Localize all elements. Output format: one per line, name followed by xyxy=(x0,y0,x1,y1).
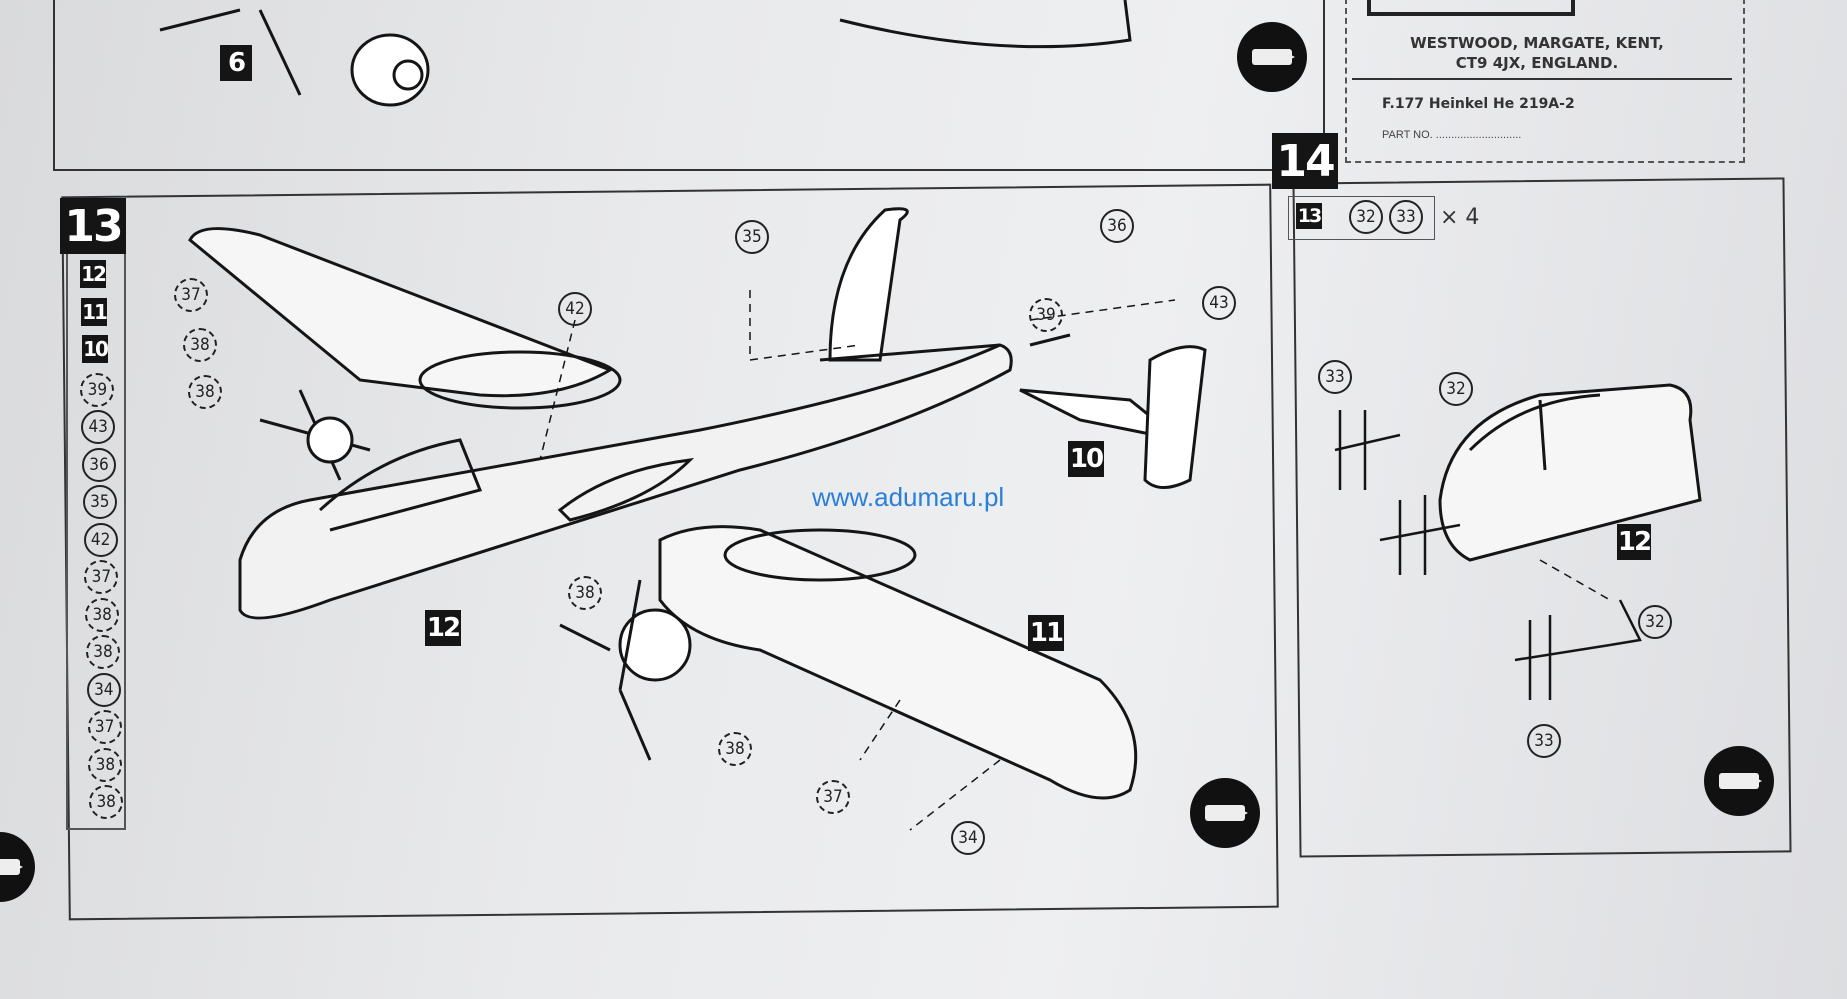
address-line-1: WESTWOOD, MARGATE, KENT, xyxy=(1410,34,1664,52)
multiplier: × 4 xyxy=(1440,205,1480,230)
parts-list-item: 38 xyxy=(88,747,123,782)
parts-list-item: 12 xyxy=(80,260,107,288)
part-callout: 39 xyxy=(1029,298,1063,332)
step-14-prereq-box xyxy=(1288,196,1435,240)
part-callout: 35 xyxy=(735,220,769,254)
part-callout: 34 xyxy=(951,821,985,855)
logo-box xyxy=(1367,0,1575,16)
step-14-badge: 14 xyxy=(1272,133,1338,189)
part-callout: 43 xyxy=(1202,286,1236,320)
step-13-parts-column xyxy=(66,254,126,830)
parts-list-item: 37 xyxy=(87,710,122,744)
step-6-badge: 6 xyxy=(220,45,252,81)
parts-list-item: 42 xyxy=(83,522,118,557)
part-callout: 33 xyxy=(1527,724,1561,758)
parts-list-item: 43 xyxy=(81,410,116,444)
part-callout: 32 xyxy=(1638,605,1672,639)
part-callout: 33 xyxy=(1318,360,1352,394)
part-callout: 36 xyxy=(1100,209,1134,243)
glue-icon xyxy=(1704,746,1774,816)
tail-unit-drawing xyxy=(1019,333,1207,489)
step-13-badge: 13 xyxy=(60,198,126,254)
antenna-parts-drawing xyxy=(1334,410,1642,700)
parts-list-item: 10 xyxy=(82,335,109,363)
part-callout: 37 xyxy=(816,780,850,814)
parts-list-item: 11 xyxy=(81,297,108,326)
step-14-fuselage-badge: 12 xyxy=(1617,524,1652,560)
parts-list-item: 37 xyxy=(84,560,119,594)
part-callout: 42 xyxy=(558,292,592,326)
leader-lines xyxy=(539,290,1611,831)
parts-list-item: 38 xyxy=(89,785,124,819)
divider xyxy=(1352,78,1732,80)
left-wing-drawing xyxy=(188,227,622,481)
parts-list-item: 36 xyxy=(82,447,116,482)
glue-icon xyxy=(1237,22,1307,92)
wing-part-badge: 11 xyxy=(1028,615,1064,651)
parts-list-item: 39 xyxy=(80,372,115,407)
prereq-step-badge: 13 xyxy=(1296,203,1322,229)
parts-list-item: 38 xyxy=(85,597,120,632)
cockpit-drawing xyxy=(1438,383,1702,562)
fuselage-part-badge: 12 xyxy=(425,610,461,646)
parts-list-item: 34 xyxy=(86,672,121,707)
part-callout: 38 xyxy=(568,576,602,610)
step-6-panel xyxy=(53,0,1325,171)
kit-name: F.177 Heinkel He 219A-2 xyxy=(1382,96,1575,112)
part-no-label: PART NO. ............................ xyxy=(1382,129,1522,141)
manufacturer-address-box: WESTWOOD, MARGATE, KENT, CT9 4JX, ENGLAN… xyxy=(1345,0,1745,163)
landing-gear-drawing xyxy=(159,0,1132,107)
watermark: www.adumaru.pl xyxy=(812,482,1005,512)
prereq-part-33: 33 xyxy=(1389,200,1423,234)
part-callout: 37 xyxy=(174,278,208,312)
right-wing-drawing xyxy=(559,525,1138,800)
parts-list-item: 35 xyxy=(82,485,117,519)
parts-list-item: 38 xyxy=(86,635,120,669)
part-callout: 38 xyxy=(183,328,217,362)
part-callout: 32 xyxy=(1439,372,1473,406)
glue-icon xyxy=(1190,778,1260,848)
address-line-2: CT9 4JX, ENGLAND. xyxy=(1455,54,1619,72)
prereq-part-32: 32 xyxy=(1349,200,1383,234)
part-callout: 38 xyxy=(718,732,752,766)
part-callout: 38 xyxy=(188,375,222,409)
tail-part-badge: 10 xyxy=(1068,441,1104,477)
fuselage-drawing xyxy=(238,207,1013,620)
